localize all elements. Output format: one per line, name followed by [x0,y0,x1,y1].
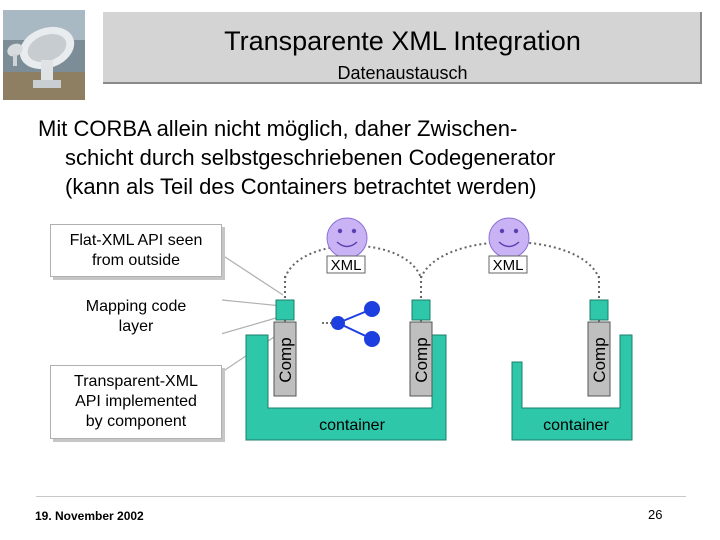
comp-label-1: Comp [276,337,295,382]
callout-transparent-xml: Transparent-XML API implemented by compo… [50,365,222,439]
smiley-face-icon-1 [326,217,368,259]
callout-flat-xml: Flat-XML API seen from outside [50,224,222,277]
mapping-square-2 [411,299,431,321]
callout-flat-line-1: Flat-XML API seen [69,232,203,249]
callout-pointer-mapping [221,299,283,307]
callout-mapping-line-2: layer [118,318,154,335]
callout-transparent-line-1: Transparent-XML [74,373,198,390]
bullet-text: Mit CORBA allein nicht möglich, daher Zw… [38,114,698,201]
callout-pointer-flat [221,254,284,296]
xml-label-1: XML [331,257,362,274]
dotted-arc-1 [284,244,422,279]
bullet-line-1: Mit CORBA allein nicht möglich, daher Zw… [38,116,518,141]
callout-mapping: Mapping code layer [50,293,222,343]
mapping-square-1 [275,299,295,321]
bullet-line-2: schicht durch selbstgeschriebenen Codege… [65,145,556,170]
mapping-tree [322,301,380,347]
bullet-line-3: (kann als Teil des Containers betrachtet… [65,174,537,199]
footer-divider [36,496,686,497]
callout-flat-line-2: from outside [91,252,181,269]
xml-label-2: XML [493,257,524,274]
callout-transparent-line-2: API implemented [75,393,197,410]
comp-label-3: Comp [590,337,609,382]
page-number: 26 [648,507,663,522]
smiley-face-icon-2 [488,217,530,259]
footer-date: 19. November 2002 [35,509,144,523]
xml-badge-2 [488,255,528,274]
callout-mapping-line-1: Mapping code [85,298,187,315]
tree-node-root [331,316,345,330]
callout-transparent-line-3: by component [85,413,187,430]
header-box [103,12,702,84]
slide-title: Transparente XML Integration [224,26,581,56]
comp-label-2: Comp [412,337,431,382]
slide-subtitle: Datenaustausch [337,63,468,83]
mapping-square-3 [589,299,609,321]
container-label-1: container [319,417,385,434]
radio-telescope-logo-icon [3,10,85,100]
tree-node-1 [364,301,380,317]
xml-badge-1 [326,255,366,274]
container-2 [511,334,633,441]
tree-node-2 [364,331,380,347]
container-label-2: container [543,417,609,434]
